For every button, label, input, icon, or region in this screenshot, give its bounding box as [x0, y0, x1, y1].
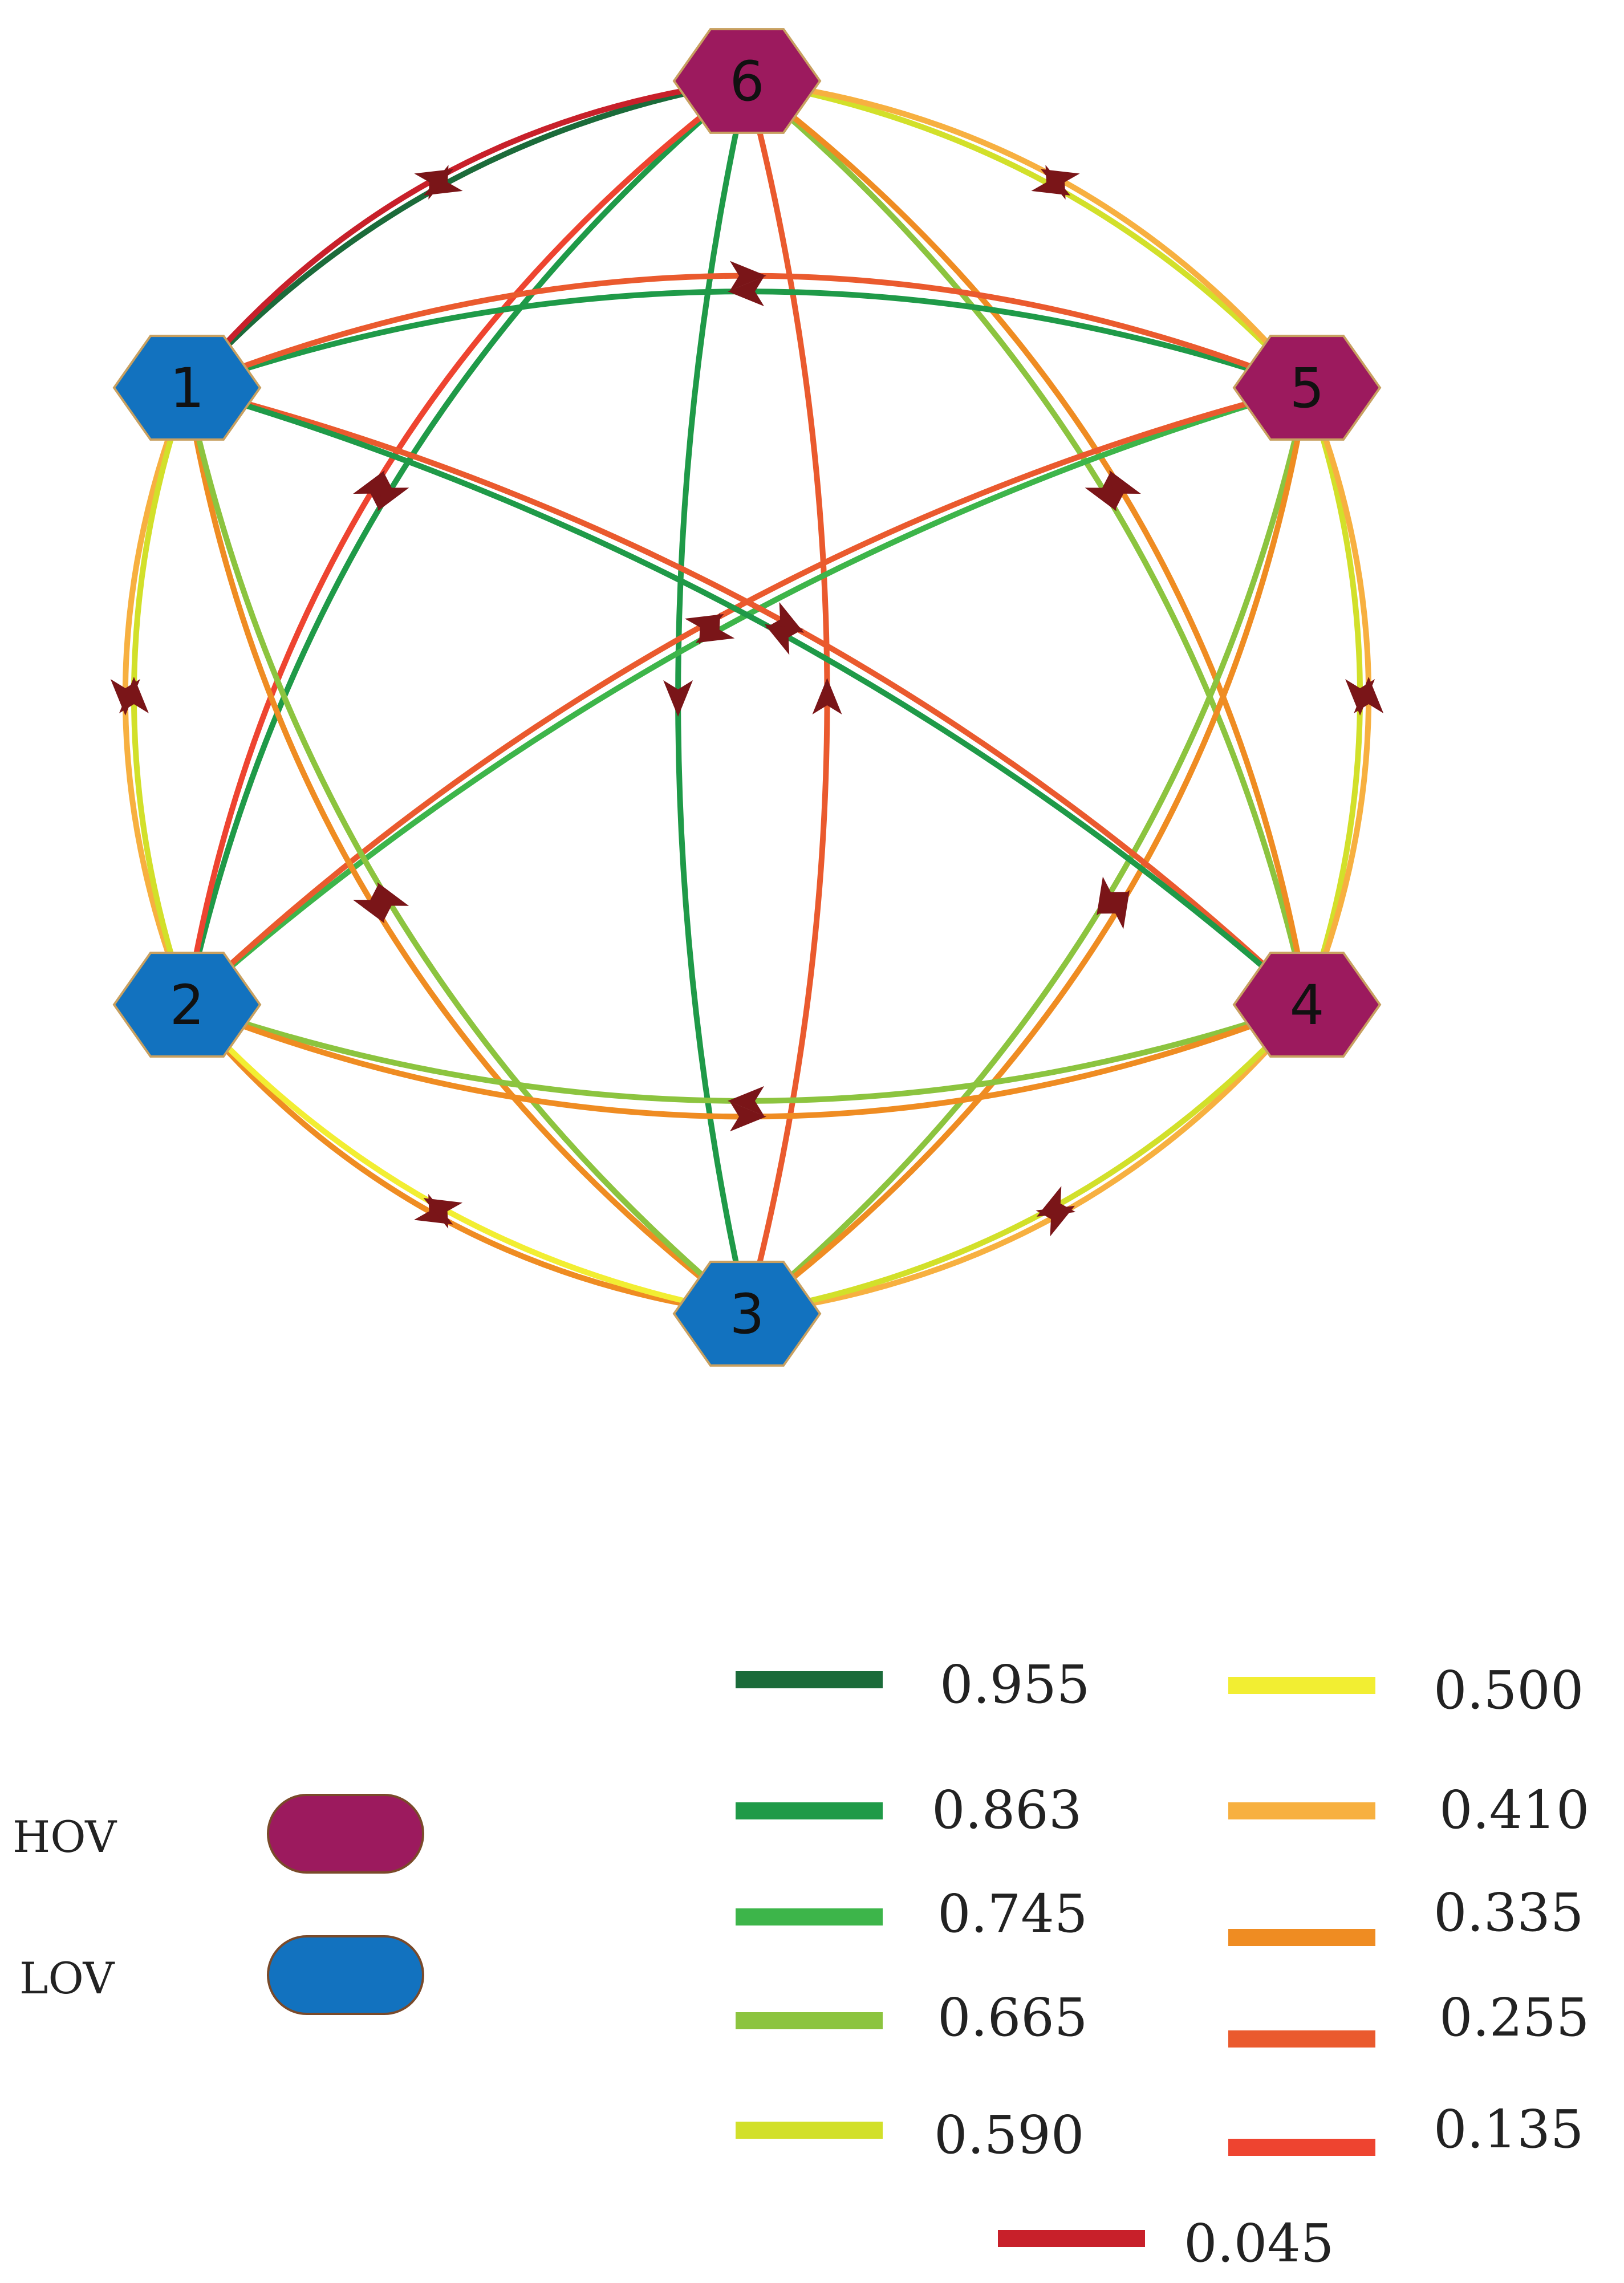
edge-6-to-4	[744, 78, 1310, 1008]
arrow-1-to-6	[414, 169, 454, 200]
weight-label-0500: 0.500	[1434, 1660, 1584, 1721]
arrow-2-to-1	[119, 677, 149, 713]
node-type-label-hov: HOV	[13, 1811, 117, 1862]
edge-6-to-5	[744, 78, 1310, 391]
weight-label-0590: 0.590	[934, 2105, 1084, 2166]
weight-label-0335: 0.335	[1434, 1882, 1584, 1943]
node-type-label-lov: LOV	[19, 1953, 115, 2004]
edge-5-to-6	[744, 78, 1310, 391]
edge-4-to-6	[744, 78, 1310, 1008]
node-2-label: 2	[169, 973, 204, 1037]
arrow-4-to-1	[764, 624, 804, 655]
arrow-3-to-1	[377, 882, 409, 921]
arrow-6-to-3	[663, 680, 693, 717]
edges-layer	[122, 78, 1372, 1317]
edge-3-to-4	[744, 1002, 1310, 1317]
arrow-3-to-5	[1098, 890, 1130, 929]
arrow-3-to-6	[812, 678, 842, 714]
node-1: 1	[112, 335, 262, 441]
node-2-hexagon	[112, 952, 262, 1058]
weight-label-0863: 0.863	[932, 1780, 1082, 1841]
edge-4-to-3	[744, 1002, 1310, 1317]
edge-4-to-1	[184, 385, 1310, 1008]
node-5: 5	[1232, 335, 1382, 441]
edge-3-to-5	[744, 385, 1310, 1317]
arrow-5-to-6	[1040, 169, 1080, 200]
edge-2-to-5	[184, 385, 1310, 1008]
weight-label-0135: 0.135	[1434, 2099, 1584, 2160]
edge-5-to-4	[1304, 385, 1363, 1008]
weight-label-0665: 0.665	[937, 1987, 1087, 2048]
node-1-label: 1	[169, 356, 204, 420]
edge-2-to-1	[131, 385, 190, 1008]
weight-legend: 0.955 0.863 0.745 0.665 0.590 0.500 0.41…	[736, 1654, 1589, 2274]
node-4: 4	[1232, 952, 1382, 1058]
node-6: 6	[672, 28, 822, 134]
node-2: 2	[112, 952, 262, 1058]
arrows-layer	[110, 165, 1384, 1237]
weight-label-0045: 0.045	[1184, 2213, 1334, 2274]
nodes-layer: 1 2 3 4 5 6	[112, 28, 1382, 1367]
edge-5-to-2	[184, 385, 1310, 1008]
edge-3-to-2	[184, 1002, 750, 1317]
arrow-4-to-5	[1354, 677, 1384, 713]
edge-2-to-6	[184, 78, 750, 1008]
arrow-3-to-2	[423, 1198, 463, 1229]
arrow-1-to-3	[352, 884, 385, 924]
arrow-4-to-6	[1109, 470, 1141, 509]
edge-3-to-1	[184, 385, 750, 1317]
edge-3-to-6	[744, 78, 830, 1317]
node-3-hexagon	[672, 1261, 822, 1367]
arrow-5-to-1	[728, 277, 764, 307]
weight-label-0745: 0.745	[937, 1883, 1087, 1944]
arrow-5-to-3	[1097, 876, 1128, 916]
arrow-4-to-3	[1036, 1186, 1076, 1217]
edge-5-to-1	[184, 289, 1310, 391]
arrow-4-to-2	[728, 1086, 764, 1116]
edge-2-to-3	[184, 1002, 750, 1317]
arrow-6-to-2	[377, 472, 409, 511]
arrow-1-to-4	[765, 602, 805, 633]
arrow-2-to-6	[353, 470, 385, 509]
arrow-6-to-4	[1085, 472, 1116, 511]
legend: HOV LOV 0.955 0.863 0.745 0.665 0.590 0.…	[13, 1654, 1589, 2274]
node-5-hexagon	[1232, 335, 1382, 441]
arrow-2-to-5	[684, 614, 724, 645]
node-type-swatch-hov	[267, 1794, 424, 1874]
edge-6-to-2	[184, 78, 750, 1008]
arrow-1-to-5	[730, 261, 766, 291]
edge-5-to-3	[744, 385, 1310, 1317]
weight-label-0255: 0.255	[1439, 1987, 1589, 2048]
edge-6-to-1	[184, 78, 750, 391]
edge-1-to-3	[184, 385, 750, 1317]
arrow-2-to-4	[730, 1102, 766, 1132]
node-5-label: 5	[1289, 356, 1324, 420]
edge-1-to-4	[184, 385, 1310, 1008]
node-3: 3	[672, 1261, 822, 1367]
node-type-swatch-lov	[267, 1935, 424, 2015]
weight-label-0955: 0.955	[940, 1654, 1090, 1715]
node-type-legend: HOV LOV	[13, 1794, 424, 2015]
node-4-label: 4	[1289, 973, 1324, 1037]
node-6-label: 6	[729, 50, 764, 113]
edge-1-to-6	[184, 78, 750, 391]
node-6-hexagon	[672, 28, 822, 134]
weight-label-0410: 0.410	[1439, 1780, 1589, 1841]
node-4-hexagon	[1232, 952, 1382, 1058]
edge-4-to-2	[184, 1002, 1310, 1104]
node-3-label: 3	[729, 1282, 764, 1346]
node-1-hexagon	[112, 335, 262, 441]
